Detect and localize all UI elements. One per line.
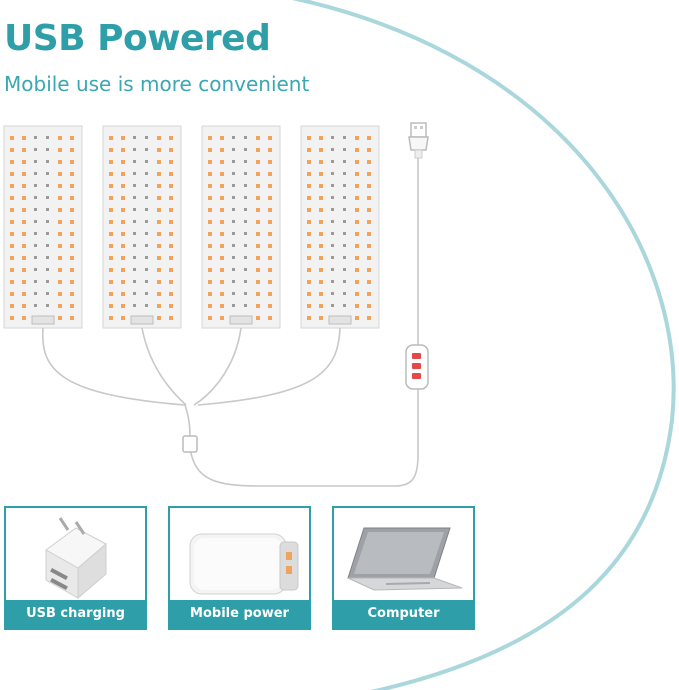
led-panel <box>300 125 380 329</box>
usb-plug-icon <box>408 122 429 159</box>
laptop-icon <box>347 527 463 591</box>
cable-panel-4 <box>197 327 341 406</box>
device-card-usb-charger: USB charging head <box>4 506 147 649</box>
led-panel-set <box>3 122 429 487</box>
cable-panel-3 <box>193 327 242 406</box>
usb-charger-icon <box>45 517 107 600</box>
led-panel <box>201 125 281 329</box>
device-label: Mobile power <box>170 600 309 628</box>
page-subtitle: Mobile use is more convenient <box>4 72 310 96</box>
cable-panel-2 <box>141 327 187 406</box>
led-panel <box>102 125 182 329</box>
switch-controller <box>405 344 429 390</box>
device-card-mobile-power: Mobile power <box>168 506 311 630</box>
power-bank-icon <box>189 533 299 595</box>
cable-splitter <box>182 435 198 453</box>
page-title: USB Powered <box>4 18 271 59</box>
device-card-computer: Computer <box>332 506 475 630</box>
cable-panel-1 <box>41 327 191 441</box>
main-cable <box>189 155 419 487</box>
led-panel <box>3 125 83 329</box>
device-label: Computer <box>334 600 473 628</box>
device-label: USB charging head <box>6 600 145 649</box>
